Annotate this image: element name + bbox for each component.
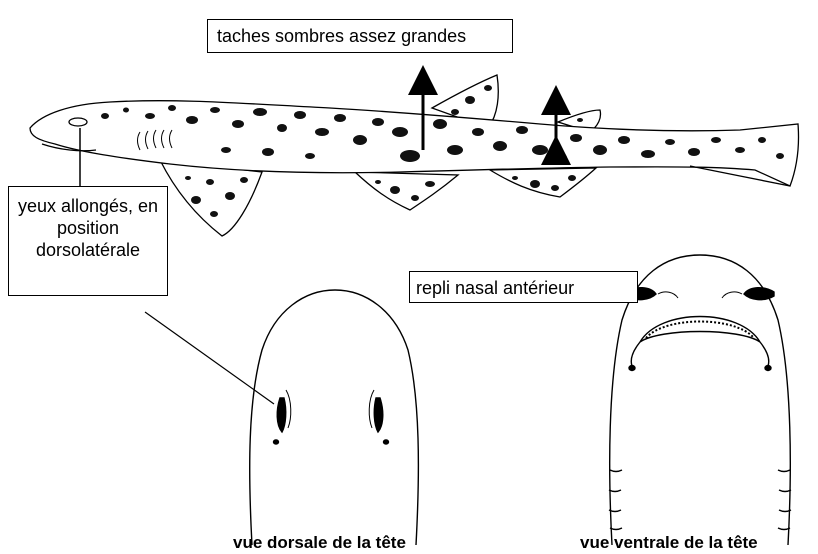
eyes-label-text: yeux allongés, en position dorsolatérale [15, 195, 161, 261]
eyes-label: yeux allongés, en position dorsolatérale [8, 186, 168, 296]
pelvic-fin [355, 172, 458, 210]
nasal-flap-label: repli nasal antérieur [409, 271, 638, 303]
nasal-flap-label-text: repli nasal antérieur [416, 277, 637, 299]
dorsal-eye-pointer-line [145, 312, 274, 404]
eye-icon [69, 118, 87, 126]
ventral-view-caption: vue ventrale de la tête [580, 533, 758, 553]
anal-fin [490, 168, 596, 197]
dorsal-view-caption: vue dorsale de la tête [233, 533, 406, 553]
dorsal-head-view [250, 290, 419, 545]
pectoral-fin [160, 160, 262, 236]
spots-label-text: taches sombres assez grandes [217, 25, 512, 47]
spots-label: taches sombres assez grandes [207, 19, 513, 53]
